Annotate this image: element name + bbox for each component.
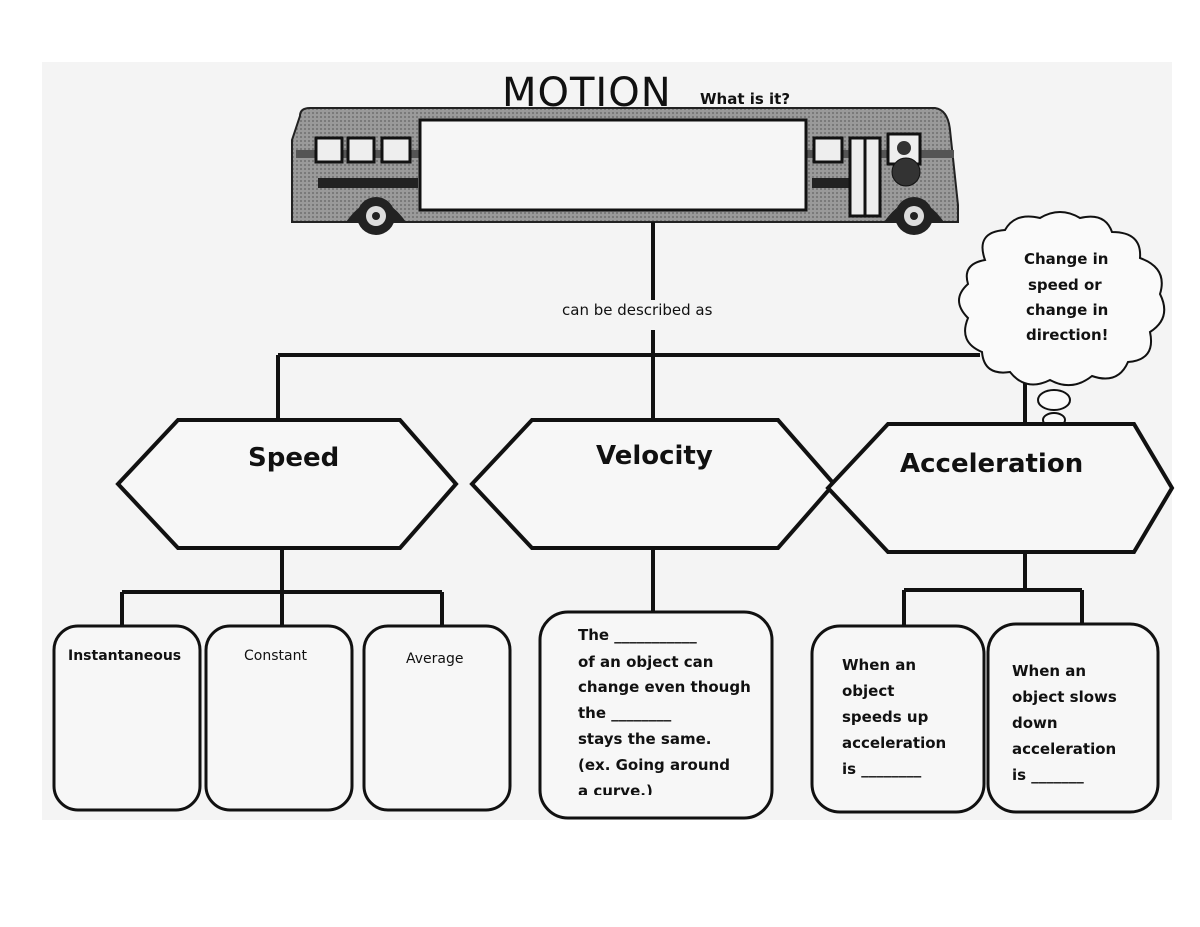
speeds-up-line-4: acceleration bbox=[842, 734, 946, 752]
velocity-line-7: a curve.) bbox=[578, 782, 653, 800]
slows-down-line-5: is _______ bbox=[1012, 766, 1084, 784]
velocity-line-3: change even though bbox=[578, 678, 751, 696]
connector-label: can be described as bbox=[562, 301, 713, 319]
velocity-line-2: of an object can bbox=[578, 653, 713, 671]
hexagon-speed-label: Speed bbox=[248, 443, 339, 473]
velocity-line-5: stays the same. bbox=[578, 730, 711, 748]
speeds-up-line-2: object bbox=[842, 682, 894, 700]
velocity-line-1: The ___________ bbox=[578, 626, 697, 644]
cloud-line-4: direction! bbox=[1026, 326, 1108, 344]
hexagon-acceleration: Acceleration bbox=[825, 422, 1175, 554]
hexagon-speed: Speed bbox=[115, 418, 459, 550]
hexagon-acceleration-label: Acceleration bbox=[900, 449, 1083, 479]
box-average: Average bbox=[362, 624, 512, 812]
speeds-up-line-5: is ________ bbox=[842, 760, 922, 778]
hexagon-velocity: Velocity bbox=[469, 418, 837, 550]
thought-cloud: Change in speed or change in direction! bbox=[958, 211, 1166, 440]
box-velocity: The ___________ of an object can change … bbox=[538, 610, 774, 820]
box-instantaneous: Instantaneous bbox=[52, 624, 202, 812]
box-constant-label: Constant bbox=[244, 648, 307, 664]
box-speeds-up: When an object speeds up acceleration is… bbox=[810, 624, 986, 814]
page-subtitle: What is it? bbox=[700, 90, 790, 108]
cloud-line-2: speed or bbox=[1028, 276, 1102, 294]
slows-down-line-3: down bbox=[1012, 714, 1058, 732]
speeds-up-line-3: speeds up bbox=[842, 708, 929, 726]
connector-lines bbox=[120, 222, 1084, 626]
slows-down-line-4: acceleration bbox=[1012, 740, 1116, 758]
slows-down-line-1: When an bbox=[1012, 662, 1086, 680]
box-slows-down: When an object slows down acceleration i… bbox=[986, 622, 1160, 814]
velocity-line-6: (ex. Going around bbox=[578, 756, 730, 774]
box-instantaneous-label: Instantaneous bbox=[68, 648, 181, 664]
box-constant: Constant bbox=[204, 624, 354, 812]
velocity-line-4: the ________ bbox=[578, 704, 672, 722]
speeds-up-line-1: When an bbox=[842, 656, 916, 674]
cloud-line-3: change in bbox=[1026, 301, 1108, 319]
slows-down-line-2: object slows bbox=[1012, 688, 1117, 706]
box-average-label: Average bbox=[406, 651, 464, 667]
school-bus-icon bbox=[291, 107, 959, 235]
hexagon-velocity-label: Velocity bbox=[596, 441, 713, 471]
cloud-line-1: Change in bbox=[1024, 250, 1108, 268]
